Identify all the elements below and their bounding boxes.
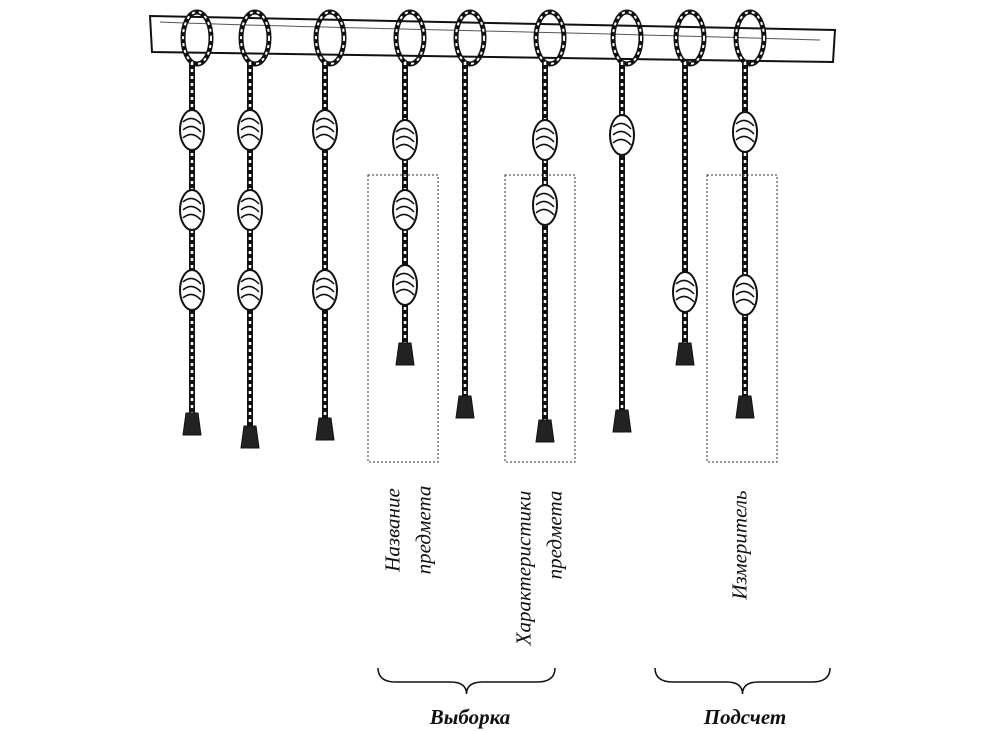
highlight-box xyxy=(706,174,778,463)
knot-turns xyxy=(240,117,260,141)
cord-loop-twist xyxy=(675,11,705,65)
group-label-sample: Выборка xyxy=(429,705,511,729)
cord-tassel xyxy=(240,425,260,449)
knot-turns xyxy=(735,119,755,143)
knot-turns xyxy=(240,277,260,301)
cord-tassel xyxy=(612,409,632,433)
knot-turns xyxy=(315,277,335,301)
knot-turns xyxy=(240,197,260,221)
highlight-box xyxy=(504,174,576,463)
cord-tassel xyxy=(455,395,475,419)
cord-loop-twist xyxy=(315,11,345,65)
cord-loop-twist xyxy=(612,11,642,65)
cord-loop-twist xyxy=(455,11,485,65)
knot-turns xyxy=(182,277,202,301)
knot-turns xyxy=(735,282,755,306)
cord-tassel xyxy=(675,342,695,366)
knot-turns xyxy=(535,127,555,151)
cord-tassel xyxy=(735,395,755,419)
label-item-name-line2: предмета xyxy=(411,485,436,575)
cord-tassel xyxy=(535,419,555,443)
main-cord-rod xyxy=(148,14,837,64)
knot-turns xyxy=(182,197,202,221)
highlight-box xyxy=(367,174,439,463)
knot-turns xyxy=(612,122,632,146)
label-characteristics-line1: Характеристики xyxy=(511,490,536,646)
knot-turns xyxy=(395,272,415,296)
cord-loop-twist xyxy=(395,11,425,65)
knot-turns xyxy=(675,279,695,303)
grouping-brace xyxy=(377,667,556,695)
cord-loop-twist xyxy=(735,11,765,65)
cord-tassel xyxy=(395,342,415,366)
group-label-count: Подсчет xyxy=(703,705,787,729)
cord-loop-twist xyxy=(535,11,565,65)
cord-loop-twist xyxy=(240,11,270,65)
knot-turns xyxy=(535,192,555,216)
cord-tassel xyxy=(315,417,335,441)
label-item-name-line1: Название xyxy=(380,488,405,572)
knot-turns xyxy=(315,117,335,141)
label-characteristics-line2: предмета xyxy=(542,490,567,580)
grouping-brace xyxy=(654,667,831,695)
cord-loop-twist xyxy=(182,11,212,65)
knot-turns xyxy=(395,197,415,221)
knot-turns xyxy=(182,117,202,141)
knot-turns xyxy=(395,127,415,151)
label-measure: Измеритель xyxy=(727,490,752,600)
cord-tassel xyxy=(182,412,202,436)
